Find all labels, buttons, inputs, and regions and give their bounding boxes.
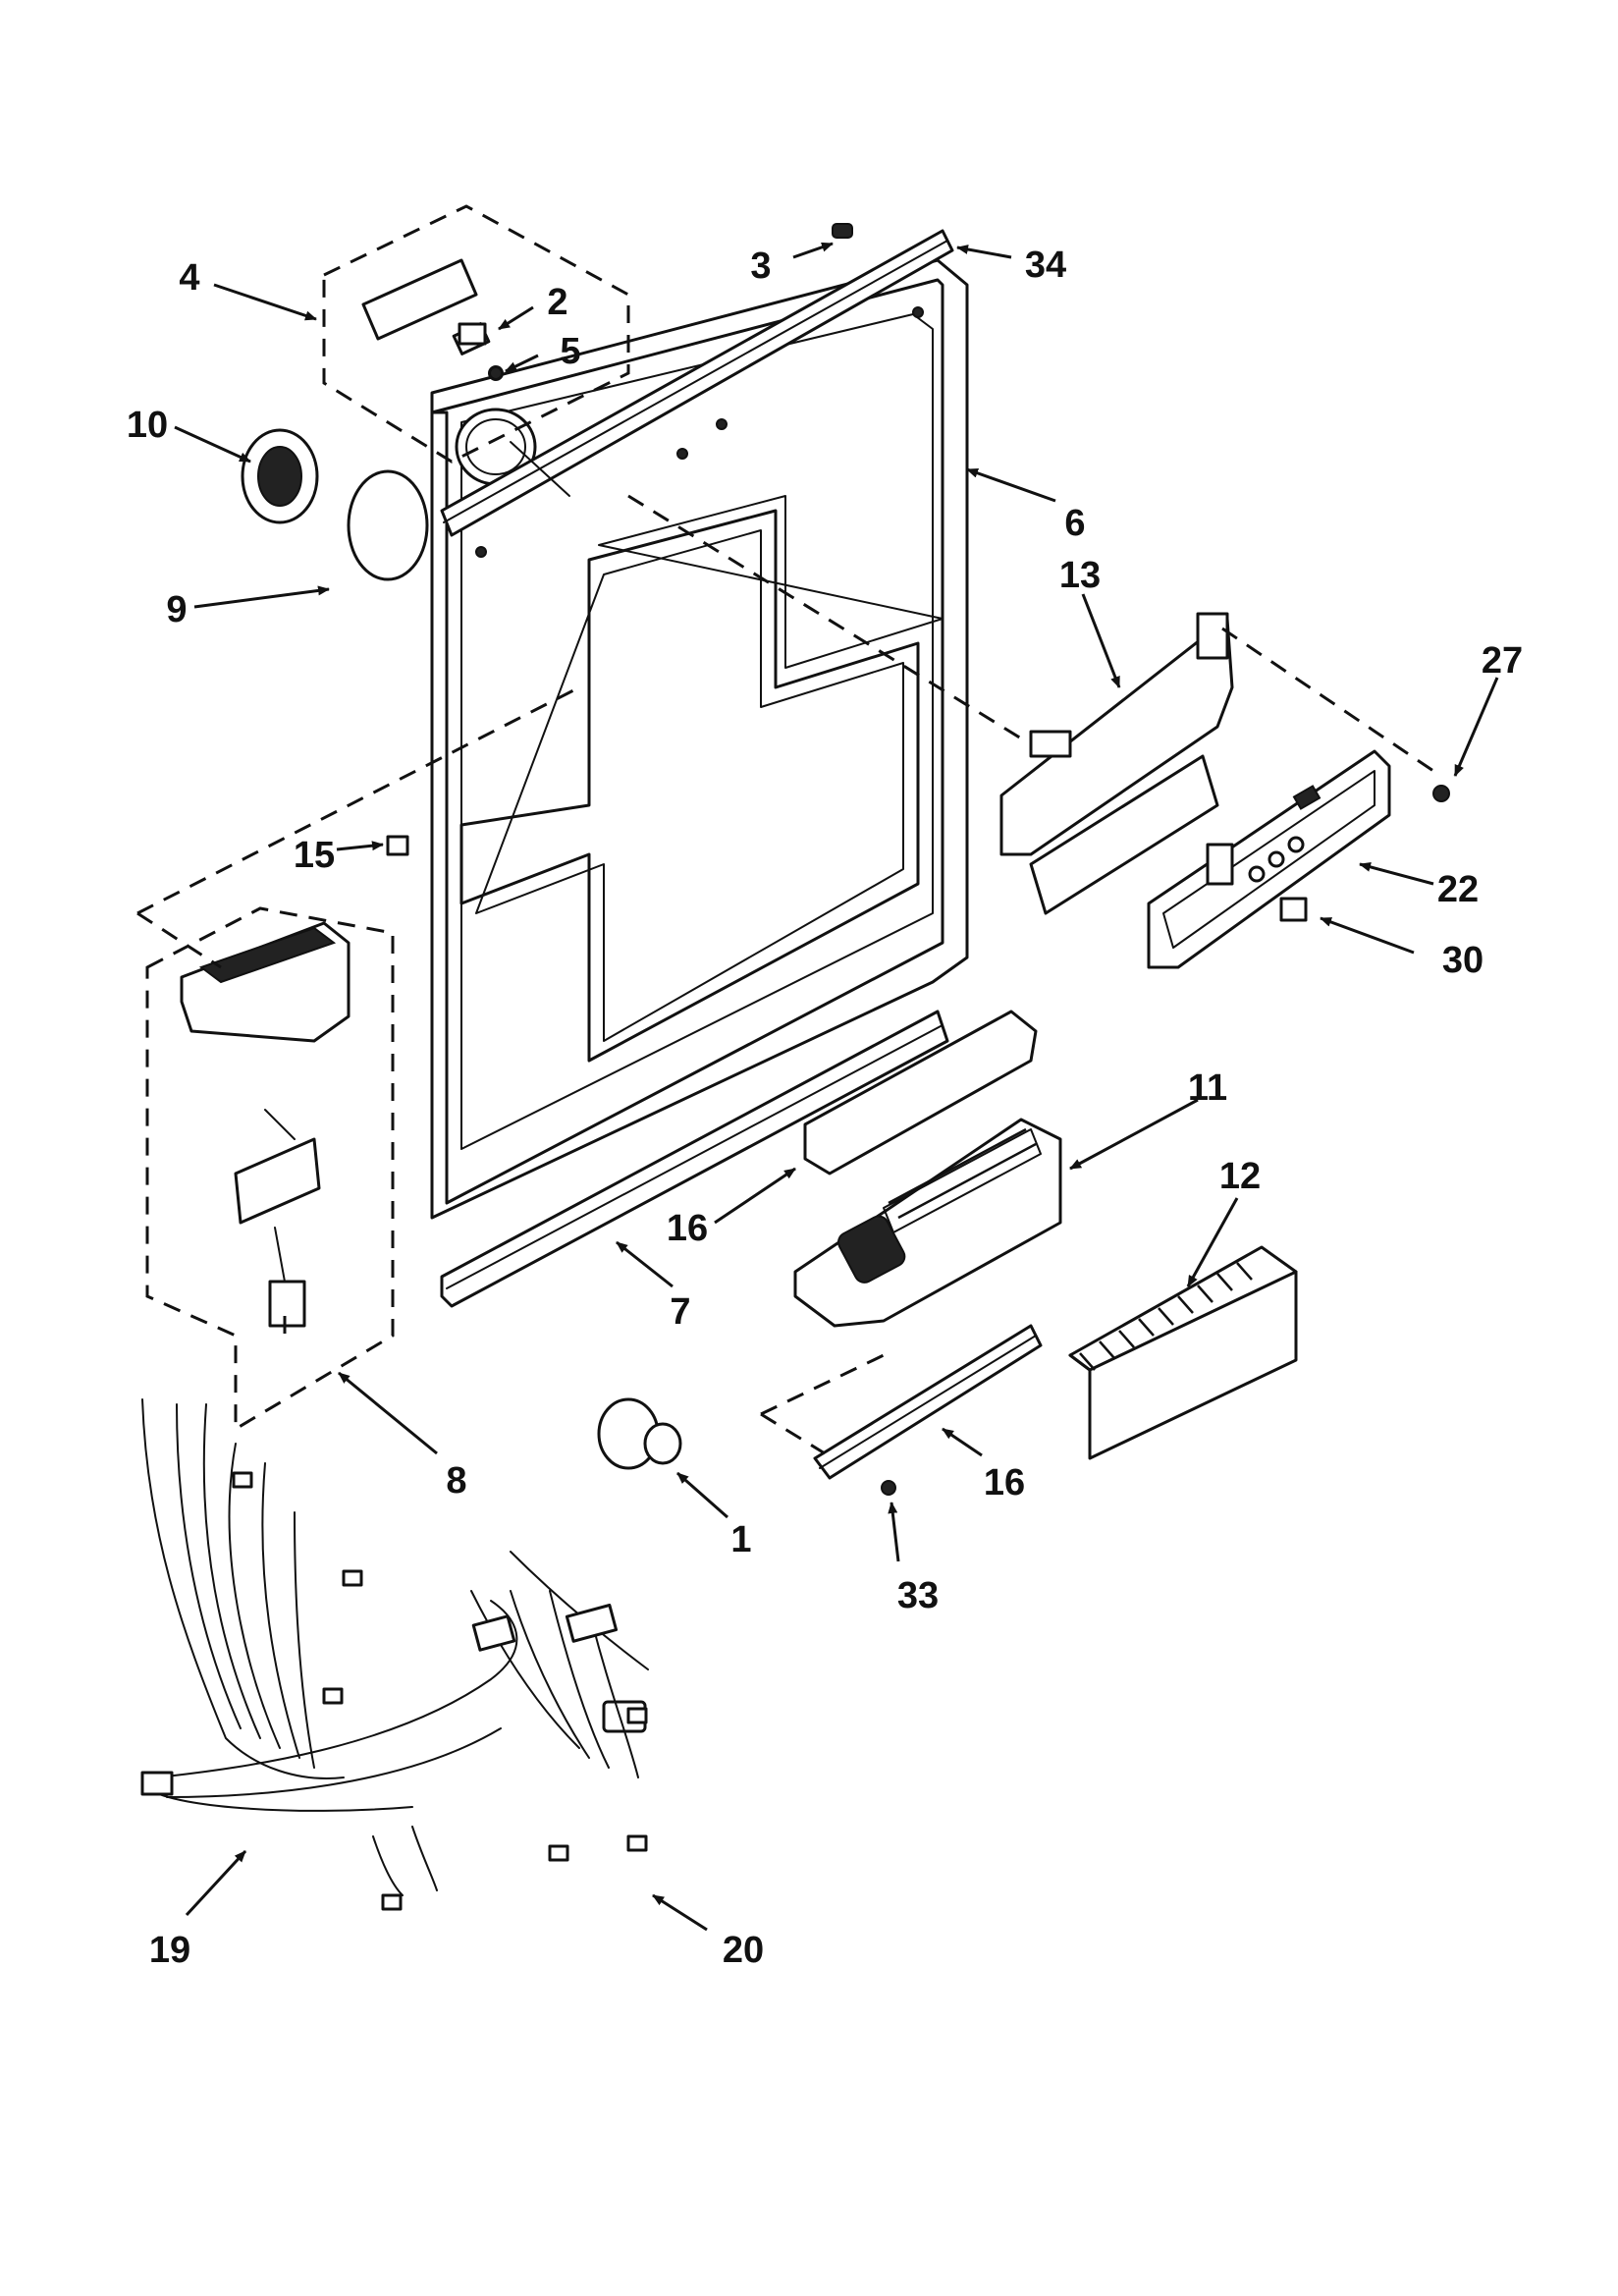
latch-assembly	[145, 906, 395, 1432]
callout-3: 3	[750, 246, 771, 287]
callout-5: 5	[560, 331, 580, 372]
door-seal-strip	[440, 1010, 949, 1308]
callout-27: 20	[723, 1930, 764, 1971]
callout-12: 12	[1219, 1156, 1261, 1197]
callout-7: 7	[670, 1291, 690, 1333]
assembly-guide-lines	[136, 441, 1434, 1336]
control-bracket	[999, 612, 1234, 915]
callout-15: 15	[294, 835, 335, 876]
control-panel-front	[1068, 1245, 1298, 1460]
callout-34: 34	[1025, 245, 1066, 286]
dispenser-assembly	[793, 1010, 1062, 1328]
electronic-control	[1147, 749, 1391, 969]
callout-22: 30	[1442, 940, 1483, 981]
leader-arrows	[174, 242, 1499, 1932]
callout-6: 6	[1064, 503, 1085, 544]
callout-16-lower: 16	[984, 1462, 1025, 1503]
vent-and-gasket	[241, 428, 429, 581]
callout-20: 27	[1482, 640, 1523, 682]
callout-4: 4	[179, 257, 199, 299]
dispenser-bottom-trim	[760, 1324, 1043, 1480]
callout-2: 2	[547, 282, 567, 323]
callout-16-upper: 16	[667, 1208, 708, 1249]
callout-11: 11	[1188, 1067, 1227, 1109]
callout-labels: 3 34 4 2 5 10 6 13 9 27 15 22 30 11 12 1…	[127, 245, 1523, 1971]
callout-19: 22	[1437, 869, 1479, 910]
callout-33: 33	[897, 1575, 939, 1616]
callout-13: 13	[1059, 555, 1101, 596]
inner-door-panel	[430, 229, 969, 1220]
callout-30: 19	[149, 1930, 190, 1971]
wire-harness	[140, 1398, 649, 1911]
callout-8: 8	[446, 1460, 466, 1502]
small-parts	[386, 223, 1450, 1733]
callout-1: 1	[730, 1519, 751, 1560]
callout-9: 9	[166, 589, 187, 630]
callout-10: 10	[127, 405, 168, 446]
